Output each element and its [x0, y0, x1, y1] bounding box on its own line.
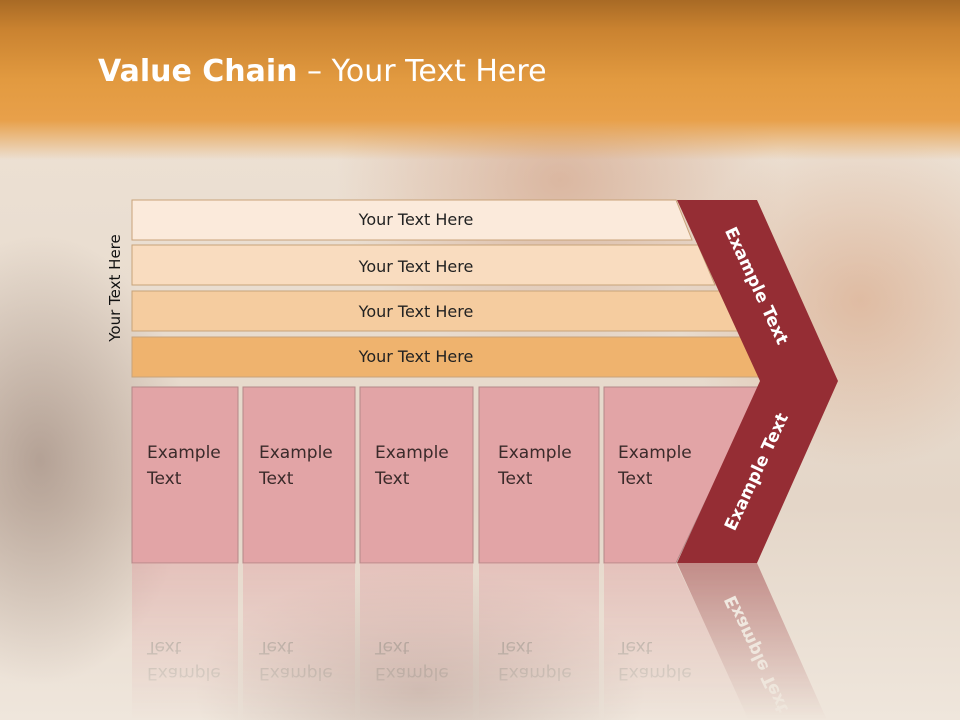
header-band — [0, 0, 960, 160]
bar-3-label: Your Text Here — [358, 302, 474, 321]
bar-4-label: Your Text Here — [358, 347, 474, 366]
reflection-box-2-line2: Text — [258, 637, 294, 657]
reflection-box-3 — [360, 563, 473, 720]
title-bold: Value Chain — [98, 54, 298, 89]
box-4-shape — [478, 386, 600, 564]
box-3: Example Text — [359, 386, 474, 564]
box-3-line1: Example — [375, 443, 449, 463]
reflection-box-1-line1: Example — [147, 663, 221, 683]
bar-4: Your Text Here — [131, 336, 764, 378]
reflection-box-4-line2: Text — [497, 637, 533, 657]
box-2: Example Text — [242, 386, 356, 564]
bar-1: Your Text Here — [131, 199, 693, 241]
bar-3: Your Text Here — [131, 290, 740, 332]
bar-1-label: Your Text Here — [358, 210, 474, 229]
reflection-box-3-line1: Example — [375, 663, 449, 683]
box-1-line1: Example — [147, 443, 221, 463]
reflection-box-1-line2: Text — [146, 637, 182, 657]
box-1: Example Text — [131, 386, 239, 564]
box-2-line2: Text — [258, 469, 294, 489]
box-3-shape — [359, 386, 474, 564]
title-rest: – Your Text Here — [297, 54, 547, 89]
reflection-chevron — [677, 563, 827, 720]
box-3-line2: Text — [374, 469, 410, 489]
bar-1-shape — [131, 199, 693, 241]
bar-2-label: Your Text Here — [358, 257, 474, 276]
bar-2-shape — [131, 244, 716, 286]
reflection-box-2 — [243, 563, 355, 720]
reflection-box-5 — [604, 563, 751, 720]
box-5-line2: Text — [617, 469, 653, 489]
box-2-shape — [242, 386, 356, 564]
box-1-line2: Text — [146, 469, 182, 489]
reflection-box-3-line2: Text — [374, 637, 410, 657]
reflection-box-5-line1: Example — [618, 663, 692, 683]
reflection-box-2-line1: Example — [259, 663, 333, 683]
box-4-line1: Example — [498, 443, 572, 463]
box-4: Example Text — [478, 386, 600, 564]
box-2-line1: Example — [259, 443, 333, 463]
reflection-box-4 — [479, 563, 599, 720]
reflection: Example Text Example Text Example Text E… — [132, 563, 827, 720]
box-1-shape — [131, 386, 239, 564]
reflection-box-5-line2: Text — [617, 637, 653, 657]
box-5-line1: Example — [618, 443, 692, 463]
box-4-line2: Text — [497, 469, 533, 489]
reflection-box-4-line1: Example — [498, 663, 572, 683]
slide-title: Value Chain – Your Text Here — [98, 54, 547, 89]
bar-2: Your Text Here — [131, 244, 716, 286]
reflection-box-1 — [132, 563, 238, 720]
chevron-shape — [677, 200, 838, 563]
box-5: Example Text — [603, 386, 761, 564]
